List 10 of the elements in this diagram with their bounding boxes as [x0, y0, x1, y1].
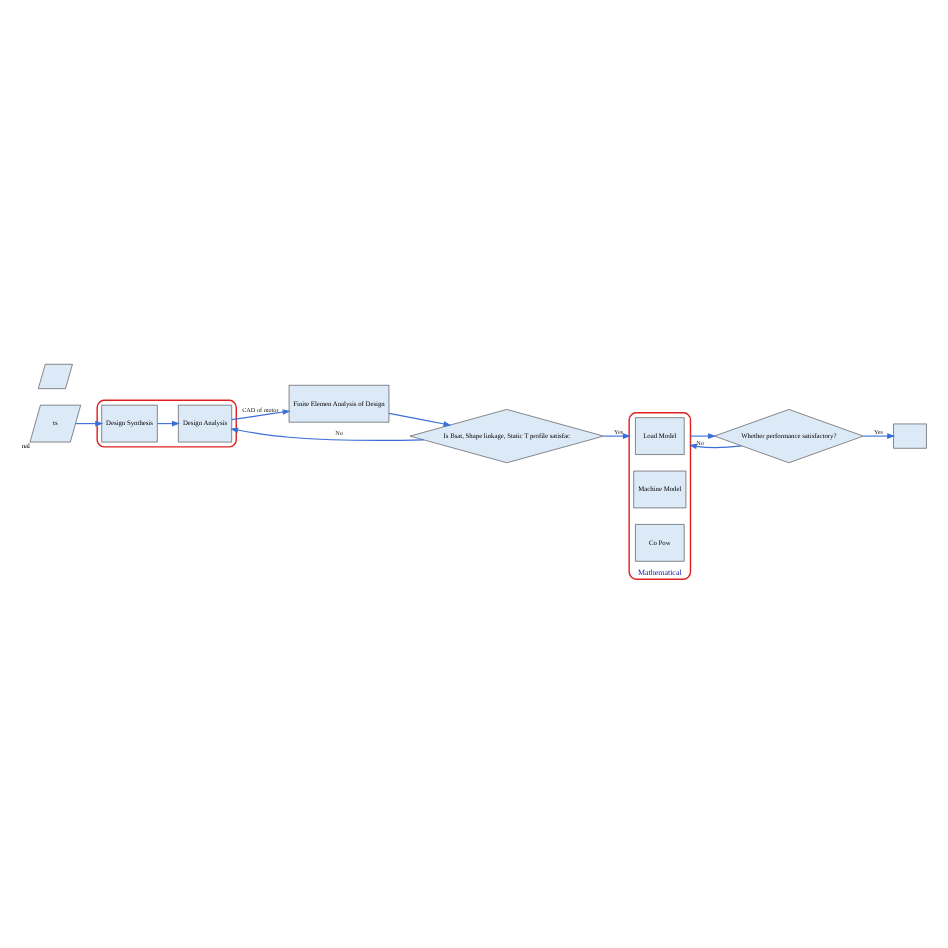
arrow — [862, 433, 896, 439]
arrow — [75, 420, 104, 427]
arrow — [231, 409, 291, 421]
arrow — [688, 443, 742, 450]
arrow — [603, 433, 631, 439]
node-box — [893, 423, 927, 449]
arrow — [230, 427, 425, 441]
node-parallelogram — [37, 364, 73, 389]
arrow — [689, 433, 716, 439]
arrow — [388, 412, 452, 427]
